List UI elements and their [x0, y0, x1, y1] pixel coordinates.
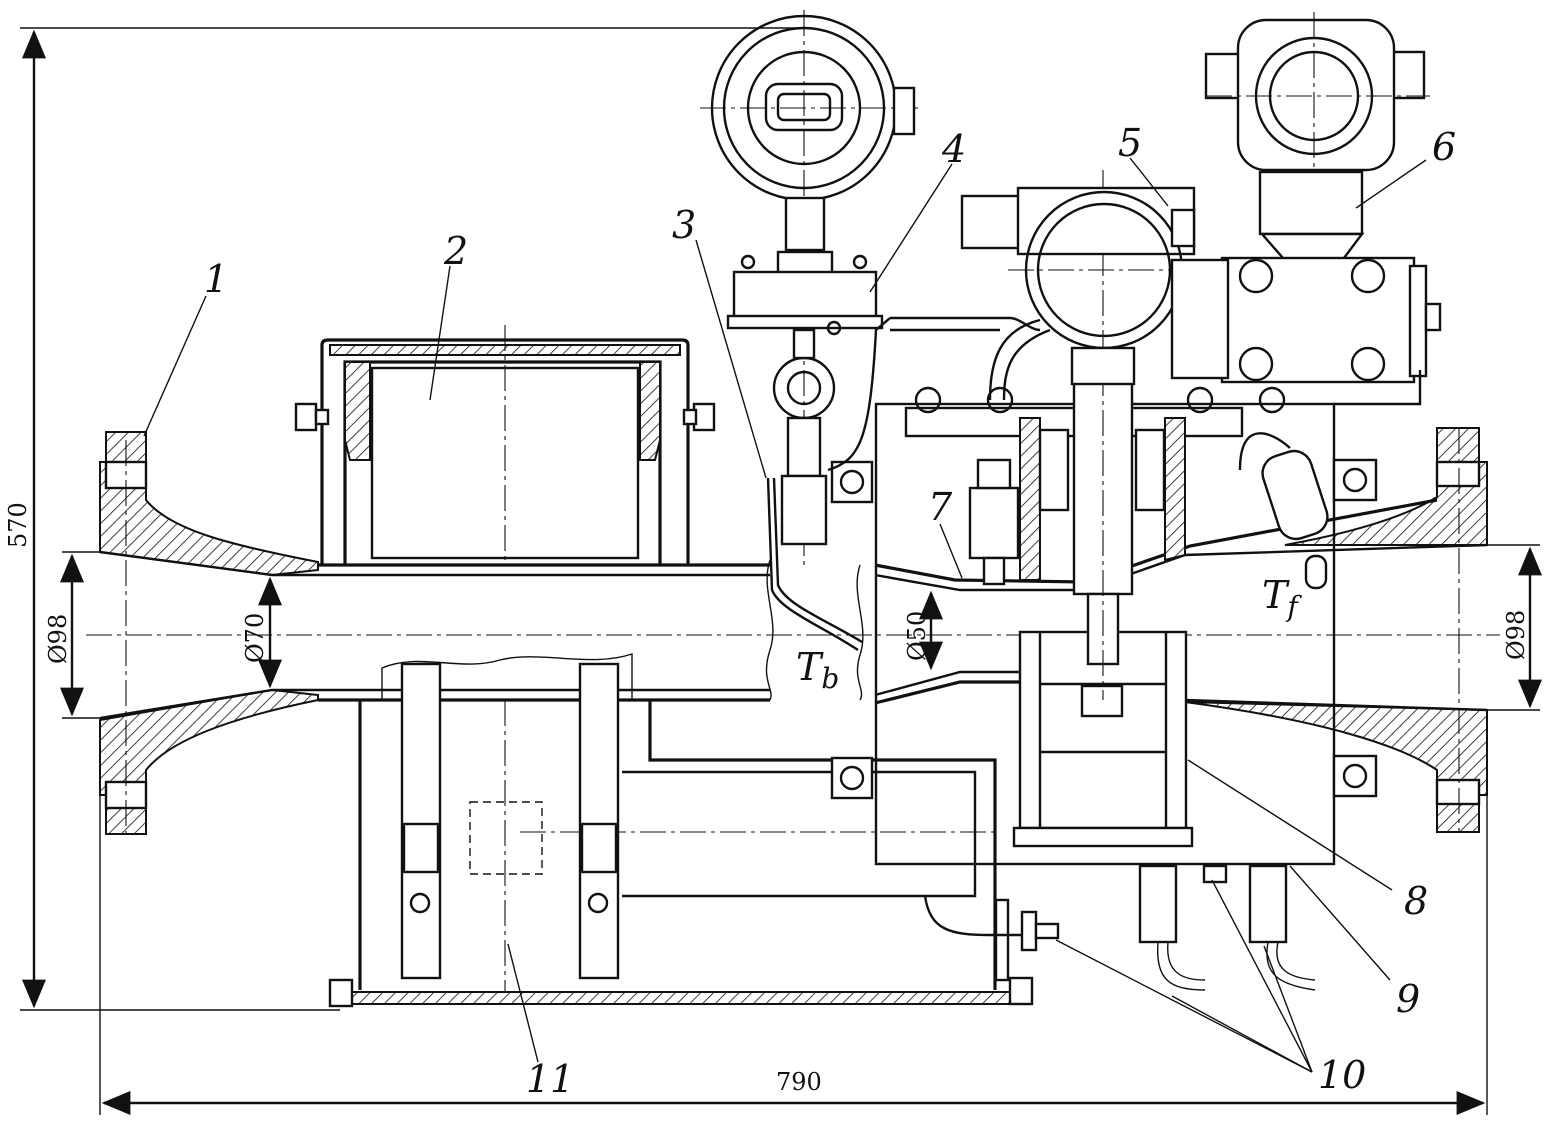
manifold-block — [904, 170, 1286, 700]
width-dimension-text: 790 — [776, 1068, 822, 1096]
left-flange — [99, 431, 319, 577]
label-6: 6 — [1432, 125, 1456, 169]
label-3: 3 — [672, 203, 696, 247]
label-2: 2 — [443, 229, 468, 273]
label-tf: Tf — [1262, 573, 1302, 623]
label-8: 8 — [1404, 879, 1428, 923]
label-5: 5 — [1118, 121, 1142, 165]
overall-height-dimension: 570 — [4, 27, 800, 1011]
right-flange — [1284, 427, 1488, 546]
label-7: 7 — [928, 485, 953, 529]
top-detector-housing — [294, 325, 716, 565]
leader-lines — [143, 157, 1427, 1073]
label-10: 10 — [1318, 1053, 1366, 1097]
label-tb: Tb — [796, 645, 839, 695]
thermocouple-tb — [766, 477, 863, 652]
venturi1-diameter-text: Ø70 — [241, 613, 269, 663]
dp-transmitter — [960, 186, 1200, 401]
label-11: 11 — [526, 1057, 574, 1101]
pipe-body — [86, 427, 1500, 835]
label-tb-sub: b — [821, 662, 839, 695]
inlet-diameter-text: Ø98 — [44, 614, 72, 664]
height-dimension-text: 570 — [4, 502, 32, 548]
diameter-dimensions: Ø98 Ø70 Ø50 Ø98 — [44, 544, 1542, 719]
label-tb-main: T — [796, 645, 824, 689]
label-tf-sub: f — [1285, 590, 1302, 623]
label-tf-main: T — [1262, 573, 1290, 617]
outlet-diameter-text: Ø98 — [1502, 610, 1530, 660]
label-1: 1 — [204, 257, 228, 301]
electronics-box — [830, 402, 1378, 991]
label-4: 4 — [941, 127, 966, 171]
pressure-transmitter — [700, 10, 1041, 570]
label-9: 9 — [1396, 977, 1420, 1021]
temperature-transmitter — [1170, 12, 1442, 590]
venturi2-diameter-text: Ø50 — [903, 611, 931, 661]
callout-labels: 1 2 3 4 5 6 7 8 9 10 11 Tb Tf — [204, 121, 1456, 1101]
bottom-source-housing — [328, 653, 1060, 1008]
